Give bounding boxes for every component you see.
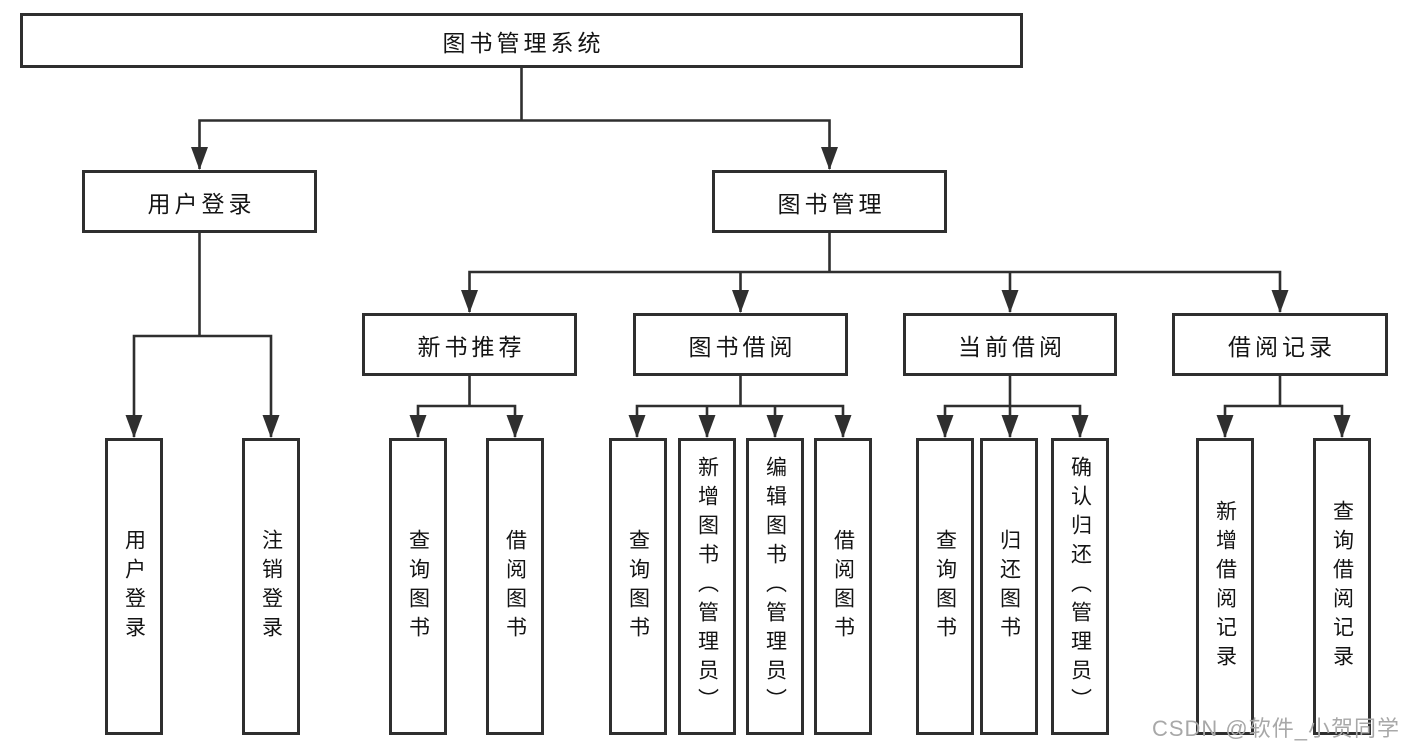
node-label: 查询图书	[406, 528, 430, 645]
node-borrowing-records: 借阅记录	[1172, 313, 1388, 376]
leaf-query-books-recommend: 查询图书	[389, 438, 447, 735]
leaf-borrow-books: 借阅图书	[814, 438, 872, 735]
node-label: 借阅图书	[831, 528, 855, 645]
node-label: 查询图书	[626, 528, 650, 645]
leaf-user-login: 用户登录	[105, 438, 163, 735]
leaf-logout: 注销登录	[242, 438, 300, 735]
leaf-add-book-admin: 新增图书（管理员）	[678, 438, 736, 735]
leaf-query-borrow-record: 查询借阅记录	[1313, 438, 1371, 735]
node-label: 新增借阅记录	[1213, 499, 1237, 674]
node-user-login: 用户登录	[82, 170, 317, 233]
leaf-edit-book-admin: 编辑图书（管理员）	[746, 438, 804, 735]
node-label: 归还图书	[997, 528, 1021, 645]
node-label: 用户登录	[147, 190, 256, 217]
node-label: 当前借阅	[958, 333, 1066, 360]
arrowhead-icons	[125, 147, 1351, 438]
node-label: 查询图书	[933, 528, 957, 645]
leaf-query-books-current: 查询图书	[916, 438, 974, 735]
node-book-management: 图书管理	[712, 170, 947, 233]
node-label: 借阅记录	[1228, 333, 1336, 360]
leaf-confirm-return-admin: 确认归还（管理员）	[1051, 438, 1109, 735]
watermark-text: CSDN @软件_小贺同学	[1151, 716, 1400, 741]
node-label: 图书管理	[777, 190, 886, 217]
node-label: 查询借阅记录	[1330, 499, 1354, 674]
leaf-return-book: 归还图书	[980, 438, 1038, 735]
node-current-borrowing: 当前借阅	[903, 313, 1117, 376]
node-label: 注销登录	[259, 528, 283, 645]
node-root-system: 图书管理系统	[20, 13, 1023, 68]
node-label: 图书管理系统	[442, 29, 605, 56]
node-label: 图书借阅	[688, 333, 797, 360]
node-label: 新书推荐	[417, 333, 526, 360]
leaf-query-books-borrowing: 查询图书	[609, 438, 667, 735]
node-label: 新增图书（管理员）	[695, 456, 719, 717]
node-label: 确认归还（管理员）	[1068, 456, 1092, 717]
node-label: 用户登录	[122, 528, 146, 645]
leaf-add-borrow-record: 新增借阅记录	[1196, 438, 1254, 735]
node-book-borrowing: 图书借阅	[633, 313, 848, 376]
node-new-book-recommend: 新书推荐	[362, 313, 577, 376]
leaf-borrow-books-recommend: 借阅图书	[486, 438, 544, 735]
node-label: 编辑图书（管理员）	[763, 456, 787, 717]
node-label: 借阅图书	[503, 528, 527, 645]
